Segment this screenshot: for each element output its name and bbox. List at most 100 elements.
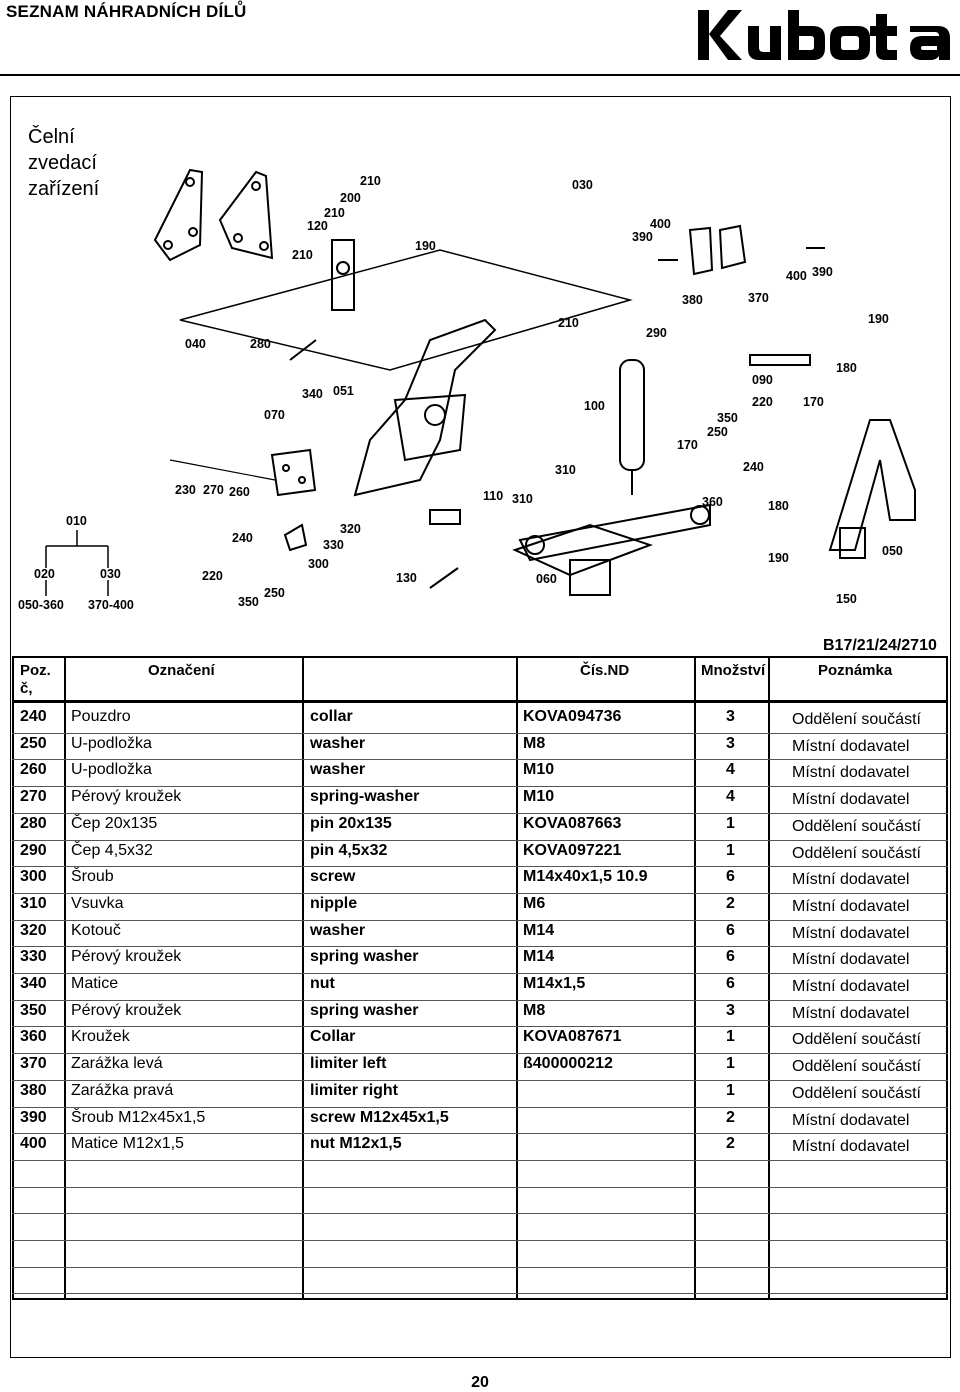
label-390: 390 <box>812 265 833 279</box>
table-cell-nd: M8 <box>523 1001 546 1019</box>
label-110: 110 <box>483 489 503 503</box>
label-040: 040 <box>185 337 206 351</box>
table-cell-pos: 240 <box>20 708 47 725</box>
table-row-divider <box>12 1266 948 1268</box>
table-cell-cz: Čep 4,5x32 <box>71 841 153 859</box>
table-cell-en: nut M12x1,5 <box>310 1135 402 1153</box>
table-cell-note: Místní dodavatel <box>792 924 910 942</box>
label-300: 300 <box>308 557 329 571</box>
table-cell-qty: 3 <box>726 734 735 752</box>
table-cell-en: collar <box>310 708 353 725</box>
label-170: 170 <box>677 438 698 452</box>
table-cell-note: Místní dodavatel <box>792 951 910 969</box>
label-210: 210 <box>324 206 345 220</box>
label-370: 370 <box>748 291 769 305</box>
label-150: 150 <box>836 592 857 606</box>
table-column-divider <box>694 656 696 1300</box>
table-cell-en: spring washer <box>310 948 419 966</box>
table-row-divider <box>12 1213 948 1215</box>
table-cell-qty: 4 <box>726 788 735 806</box>
label-290: 290 <box>646 326 667 340</box>
label-330: 330 <box>323 538 344 552</box>
table-cell-en: pin 4,5x32 <box>310 841 388 859</box>
kubota-logo <box>698 10 950 60</box>
table-cell-pos: 260 <box>20 761 47 779</box>
table-cell-note: Místní dodavatel <box>792 871 910 889</box>
label-050-360: 050-360 <box>18 598 64 612</box>
header-qty: Množství <box>701 662 766 679</box>
table-row-divider <box>12 786 948 788</box>
label-340: 340 <box>302 387 323 401</box>
table-cell-note: Místní dodavatel <box>792 897 910 915</box>
table-cell-cz: Pérový kroužek <box>71 948 182 966</box>
table-cell-note: Místní dodavatel <box>792 764 910 782</box>
header-nd: Čís.ND <box>580 662 630 679</box>
header-name: Označení <box>148 662 215 679</box>
table-cell-pos: 320 <box>20 921 47 939</box>
label-280: 280 <box>250 337 271 351</box>
label-200: 200 <box>340 191 361 205</box>
label-350: 350 <box>238 595 259 609</box>
label-170: 170 <box>803 395 824 409</box>
table-cell-pos: 350 <box>20 1001 47 1019</box>
table-cell-cz: Matice <box>71 975 119 992</box>
table-row-divider <box>12 1159 948 1161</box>
table-cell-nd: M10 <box>523 761 555 779</box>
table-cell-note: Místní dodavatel <box>792 1138 910 1156</box>
label-240: 240 <box>743 460 764 474</box>
lower-arm <box>518 503 711 562</box>
table-cell-qty: 1 <box>726 814 735 832</box>
table-cell-pos: 400 <box>20 1135 47 1153</box>
table-cell-nd: KOVA087671 <box>523 1028 622 1046</box>
drawing-code: B17/21/24/2710 <box>823 637 937 654</box>
table-cell-en: spring-washer <box>310 788 420 806</box>
table-cell-nd: M14 <box>523 948 555 966</box>
label-390: 390 <box>632 230 653 244</box>
table-cell-pos: 340 <box>20 975 47 992</box>
table-cell-cz: Šroub <box>71 868 114 886</box>
table-cell-nd: KOVA097221 <box>523 841 622 859</box>
table-row-divider <box>12 1240 948 1241</box>
table-cell-note: Místní dodavatel <box>792 791 910 809</box>
table-cell-en: pin 20x135 <box>310 814 392 832</box>
table-cell-nd: ß400000212 <box>523 1055 613 1073</box>
table-cell-cz: Vsuvka <box>71 894 124 912</box>
table-cell-nd: M6 <box>523 894 546 912</box>
table-cell-qty: 6 <box>726 975 735 992</box>
table-row-divider <box>12 1079 948 1081</box>
table-cell-pos: 270 <box>20 788 47 806</box>
label-010: 010 <box>66 514 87 528</box>
table-cell-qty: 1 <box>726 1055 735 1073</box>
table-cell-qty: 1 <box>726 841 735 859</box>
table-column-divider <box>64 656 66 1300</box>
label-360: 360 <box>702 495 723 509</box>
table-cell-cz: Zarážka levá <box>71 1055 163 1073</box>
table-cell-pos: 290 <box>20 841 47 859</box>
table-cell-note: Oddělení součástí <box>792 817 921 835</box>
table-cell-en: Collar <box>310 1028 356 1046</box>
label-120: 120 <box>307 219 328 233</box>
table-cell-note: Oddělení součástí <box>792 1084 921 1102</box>
document-title: SEZNAM NÁHRADNÍCH DÍLŮ <box>6 2 247 21</box>
label-100: 100 <box>584 399 605 413</box>
table-cell-qty: 6 <box>726 948 735 966</box>
label-220: 220 <box>752 395 773 409</box>
table-header-divider <box>12 700 948 703</box>
table-cell-note: Místní dodavatel <box>792 737 910 755</box>
table-cell-en: screw M12x45x1,5 <box>310 1108 449 1126</box>
table-row-divider <box>12 1293 948 1295</box>
label-400: 400 <box>786 269 807 283</box>
table-cell-note: Oddělení součástí <box>792 711 921 728</box>
table-cell-cz: Pérový kroužek <box>71 1001 182 1019</box>
table-cell-en: screw <box>310 868 356 886</box>
table-row-divider <box>12 1106 948 1108</box>
table-cell-qty: 3 <box>726 1001 735 1019</box>
table-cell-qty: 3 <box>726 708 735 725</box>
table-cell-nd: M14x40x1,5 10.9 <box>523 868 648 886</box>
table-row-divider <box>12 866 948 868</box>
table-cell-pos: 390 <box>20 1108 47 1126</box>
table-cell-nd: M14x1,5 <box>523 975 586 992</box>
label-090: 090 <box>752 373 773 387</box>
parts-table <box>12 656 948 1300</box>
label-380: 380 <box>682 293 703 307</box>
